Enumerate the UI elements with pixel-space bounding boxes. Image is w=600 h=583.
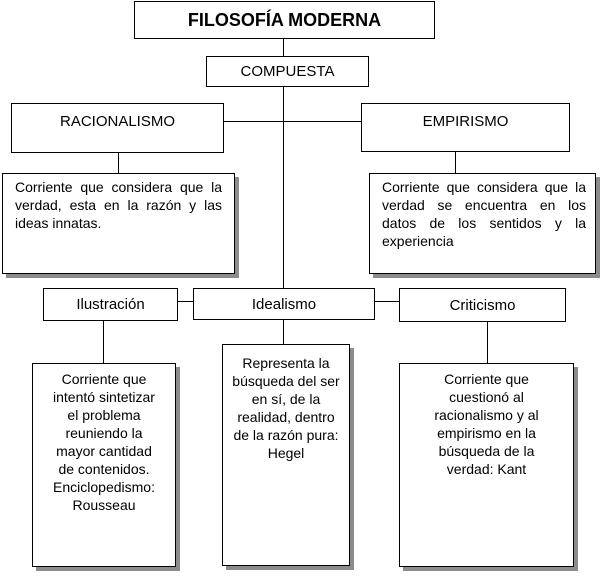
racionalismo-label: RACIONALISMO <box>59 113 176 130</box>
ilustracion-label: Ilustración <box>76 296 145 313</box>
idealismo-label: Idealismo <box>251 295 317 313</box>
connector-compuesta-trunk <box>283 87 284 288</box>
criticismo-description: Corriente que cuestionó al racionalismo … <box>434 371 539 477</box>
ilustracion-node: Ilustración <box>43 288 178 321</box>
criticismo-node: Criticismo <box>399 288 566 322</box>
idealismo-description: Representa la búsqueda del ser en sí, de… <box>232 355 340 461</box>
empirismo-node: EMPIRISMO <box>361 103 570 152</box>
idealismo-description-box: Representa la búsqueda del ser en sí, de… <box>222 344 350 566</box>
compuesta-node: COMPUESTA <box>206 56 369 87</box>
connector-racionalismo-desc <box>118 153 119 173</box>
racionalismo-node: RACIONALISMO <box>11 103 224 153</box>
racionalismo-description-box: Corriente que considera que la verdad, e… <box>2 173 235 274</box>
connector-title-compuesta <box>283 38 284 56</box>
empirismo-description-box: Corriente que considera que la verdad se… <box>369 173 596 274</box>
connector-ilustracion-idealismo <box>178 301 193 302</box>
connector-racionalismo-trunk <box>224 121 283 122</box>
connector-empirismo-desc <box>455 152 456 173</box>
connector-idealismo-desc <box>283 320 284 344</box>
diagram-title: FILOSOFÍA MODERNA <box>134 1 435 39</box>
criticismo-label: Criticismo <box>449 296 516 314</box>
empirismo-description: Corriente que considera que la verdad se… <box>382 179 586 249</box>
connector-trunk-empirismo <box>283 121 361 122</box>
connector-ilustracion-desc <box>103 321 104 363</box>
ilustracion-description: Corriente que intentó sintetizar el prob… <box>53 371 155 513</box>
idealismo-node: Idealismo <box>193 288 375 320</box>
criticismo-description-box: Corriente que cuestionó al racionalismo … <box>399 363 574 567</box>
racionalismo-description: Corriente que considera que la verdad, e… <box>15 179 222 231</box>
connector-criticismo-desc <box>487 322 488 363</box>
ilustracion-description-box: Corriente que intentó sintetizar el prob… <box>32 363 176 567</box>
empirismo-label: EMPIRISMO <box>422 113 509 130</box>
connector-idealismo-criticismo <box>375 301 399 302</box>
